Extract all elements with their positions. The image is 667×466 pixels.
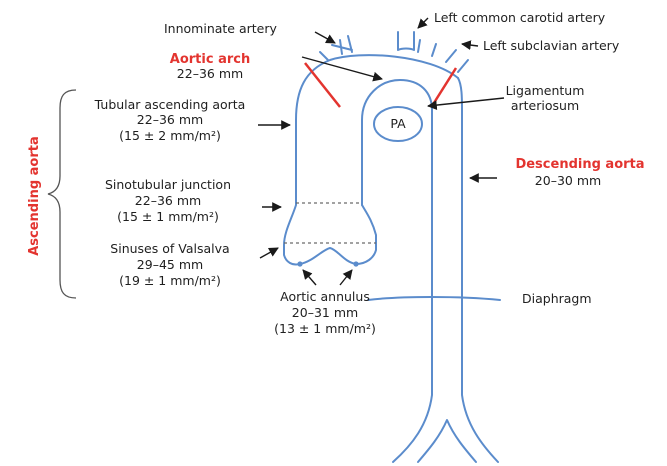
arch-branches	[320, 32, 468, 72]
aortic-arch-title: Aortic arch	[170, 52, 250, 67]
annulus-index: (13 ± 1 mm/m²)	[274, 321, 376, 336]
tubular-size: 22–36 mm	[137, 112, 203, 127]
innominate-label: Innominate artery	[164, 21, 278, 36]
descending-aorta-right-wall	[458, 78, 498, 462]
sinuses-arrow	[260, 248, 278, 258]
subclavian-arrow	[462, 44, 478, 46]
ascending-aorta-brace	[48, 90, 76, 298]
descending-size: 20–30 mm	[535, 173, 601, 188]
annulus-arrow-right	[340, 270, 352, 285]
aortic-root-bottom	[300, 205, 376, 264]
annulus-arrow-left	[303, 270, 316, 285]
annulus-size: 20–31 mm	[292, 305, 358, 320]
sinotubular-size: 22–36 mm	[135, 193, 201, 208]
pa-label: PA	[390, 116, 406, 131]
sinuses-index: (19 ± 1 mm/m²)	[119, 273, 221, 288]
left-common-carotid-label: Left common carotid artery	[434, 10, 606, 25]
annulus-title: Aortic annulus	[280, 289, 370, 304]
innominate-arrow	[315, 32, 335, 43]
ligamentum-label-line1: Ligamentum	[506, 83, 585, 98]
tubular-title: Tubular ascending aorta	[94, 97, 246, 112]
descending-title: Descending aorta	[515, 157, 644, 172]
left-subclavian-label: Left subclavian artery	[483, 38, 620, 53]
sinotubular-index: (15 ± 1 mm/m²)	[117, 209, 219, 224]
arch-boundary-distal	[432, 68, 456, 106]
sinuses-size: 29–45 mm	[137, 257, 203, 272]
diaphragm-label: Diaphragm	[522, 291, 592, 306]
ascending-aorta-right-wall	[362, 80, 432, 205]
sinuses-title: Sinuses of Valsalva	[110, 241, 229, 256]
ascending-aorta-label: Ascending aorta	[27, 136, 42, 256]
descending-aorta-left-wall	[393, 110, 432, 462]
aortic-bifurcation	[418, 420, 476, 462]
arch-boundary-proximal	[305, 63, 340, 107]
annulus-dot-left	[297, 261, 302, 266]
aortic-arch-size: 22–36 mm	[177, 66, 243, 81]
diaphragm-line	[368, 297, 500, 300]
tubular-index: (15 ± 2 mm/m²)	[119, 128, 221, 143]
annulus-dot-right	[353, 261, 358, 266]
ligamentum-arrow	[428, 98, 504, 106]
carotid-arrow	[418, 18, 428, 28]
left-common-carotid-stub	[398, 32, 414, 50]
left-subclavian-stub	[418, 40, 436, 56]
sinotubular-title: Sinotubular junction	[105, 177, 231, 192]
ligamentum-label-line2: arteriosum	[511, 98, 579, 113]
